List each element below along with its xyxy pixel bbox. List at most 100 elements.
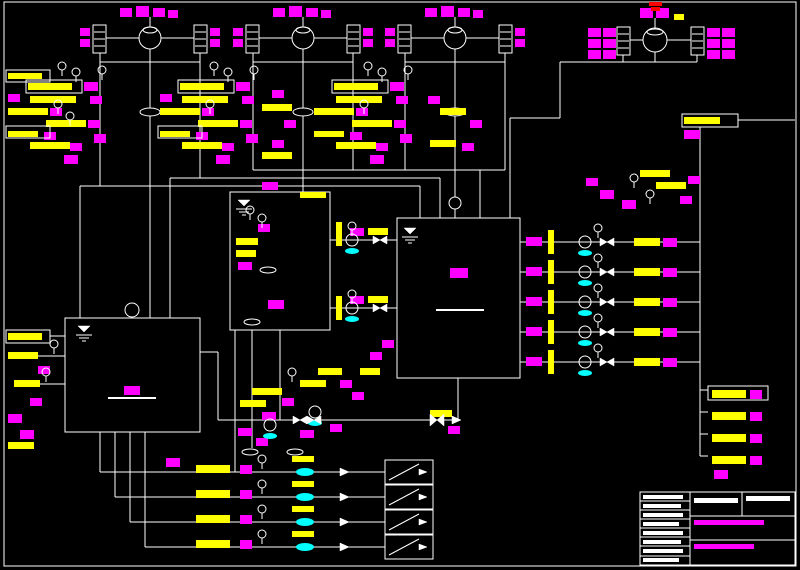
instrument-bubble-icon[interactable] (223, 67, 233, 77)
instrument-bubble-icon[interactable] (363, 61, 373, 71)
instrument-bubble-icon[interactable] (593, 223, 603, 233)
label-block-y (548, 320, 554, 344)
weir-box[interactable] (384, 484, 434, 510)
label-block-y (240, 400, 266, 407)
label-block-magenta (515, 28, 525, 36)
check-valve-icon (599, 267, 608, 277)
label-block-m (272, 140, 284, 148)
vent-icon[interactable] (448, 196, 462, 210)
label-block-y (336, 142, 376, 149)
tank-outline[interactable] (64, 317, 201, 433)
instrument-bubble-icon[interactable] (65, 111, 75, 121)
instrument-bubble-icon[interactable] (257, 213, 267, 223)
label-frame-box (707, 385, 769, 401)
label-block-y (548, 230, 554, 254)
instrument-bubble-icon[interactable] (245, 205, 255, 215)
instrument-bubble-icon[interactable] (377, 67, 387, 77)
check-valve-icon (606, 327, 615, 337)
instrument-bubble-icon[interactable] (287, 367, 297, 377)
check-valve-icon (606, 267, 615, 277)
label-block-m (350, 296, 364, 304)
pump-icon[interactable] (345, 301, 359, 315)
pump-icon[interactable] (263, 418, 277, 432)
label-block-m (450, 268, 468, 278)
instrument-bubble-icon[interactable] (257, 454, 267, 464)
instrument-bubble-icon[interactable] (257, 504, 267, 514)
instrument-bubble-icon[interactable] (629, 173, 639, 183)
weir-box[interactable] (384, 534, 434, 560)
label-block-y (292, 506, 314, 512)
label-block-y (430, 410, 452, 417)
title-block-text-bar (694, 498, 738, 503)
label-block-y (8, 442, 34, 449)
pump-flag-icon (578, 250, 592, 256)
weir-diagonal-line (388, 463, 420, 481)
label-block-magenta (425, 8, 437, 17)
label-block-y (656, 182, 686, 189)
instrument-bubble-icon[interactable] (257, 479, 267, 489)
instrument-bubble-icon[interactable] (249, 65, 259, 75)
instrument-bubble-icon[interactable] (645, 189, 655, 199)
label-block-m (526, 327, 542, 336)
title-block-text-bar (694, 520, 764, 525)
label-block-y (262, 152, 292, 159)
pump-icon[interactable] (578, 265, 592, 279)
instrument-bubble-icon[interactable] (593, 313, 603, 323)
pump-icon[interactable] (578, 295, 592, 309)
weir-box[interactable] (384, 509, 434, 535)
instrument-bubble-icon[interactable] (257, 529, 267, 539)
label-block-y (300, 192, 326, 198)
instrument-bubble-icon[interactable] (97, 65, 107, 75)
tank-outline[interactable] (396, 217, 521, 379)
label-frame-box (5, 69, 51, 83)
label-block-m (750, 390, 762, 399)
label-block-m (750, 456, 762, 465)
clarifier-icon[interactable] (291, 26, 315, 50)
label-block-y (8, 352, 38, 359)
label-block-m (526, 267, 542, 276)
label-frame-box (681, 113, 739, 128)
instrument-bubble-icon[interactable] (49, 339, 59, 349)
title-block-text-bar (643, 495, 683, 499)
label-block-magenta (321, 10, 331, 18)
label-block-m (160, 94, 172, 102)
water-level-icon (237, 199, 251, 207)
weir-box[interactable] (384, 459, 434, 485)
label-block-y (548, 260, 554, 284)
label-block-m (236, 82, 250, 91)
clarifier-top-ellipse (447, 26, 463, 34)
pump-icon[interactable] (308, 405, 322, 419)
flow-arrow-icon (339, 467, 350, 477)
label-block-m (526, 297, 542, 306)
clarifier-icon[interactable] (138, 26, 162, 50)
drain-ellipse-icon (243, 318, 261, 326)
title-block-text-bar (643, 513, 683, 517)
check-valve-icon (306, 415, 315, 425)
tank-outline[interactable] (229, 191, 331, 331)
vent-icon[interactable] (124, 302, 140, 318)
red-flag-icon (651, 7, 660, 11)
instrument-bubble-icon[interactable] (593, 253, 603, 263)
label-block-m (663, 298, 677, 307)
label-block-m (64, 155, 78, 164)
label-block-magenta (603, 50, 616, 59)
pump-icon[interactable] (578, 235, 592, 249)
instrument-bubble-icon[interactable] (593, 343, 603, 353)
instrument-bubble-icon[interactable] (593, 283, 603, 293)
label-block-magenta (473, 10, 483, 18)
pump-icon[interactable] (578, 325, 592, 339)
butterfly-valve-icon (429, 413, 438, 427)
pump-icon[interactable] (345, 233, 359, 247)
instrument-bubble-icon[interactable] (57, 61, 67, 71)
pump-icon[interactable] (578, 355, 592, 369)
label-block-m (370, 155, 384, 164)
clarifier-icon[interactable] (443, 26, 467, 50)
instrument-bubble-icon[interactable] (209, 61, 219, 71)
flow-arrow-icon (418, 518, 428, 526)
label-block-y (262, 104, 292, 111)
pump-flag-icon (345, 248, 359, 254)
instrument-bubble-icon[interactable] (71, 67, 81, 77)
label-block-magenta (120, 8, 132, 17)
